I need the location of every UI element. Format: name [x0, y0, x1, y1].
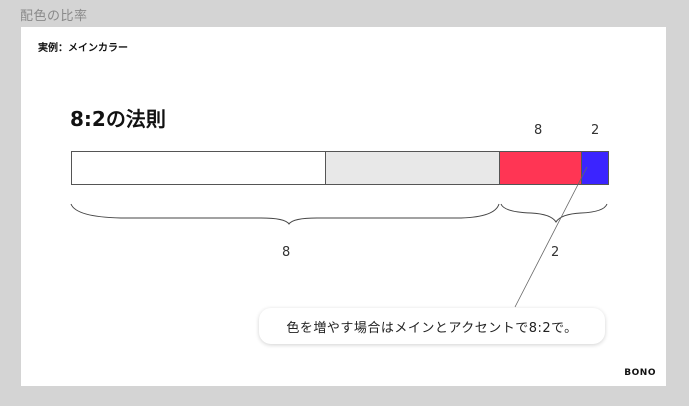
- top-label-main: 8: [534, 123, 543, 138]
- bono-logo: BONO: [624, 368, 656, 378]
- bar-segment-gray: [326, 152, 500, 184]
- slide-card: 実例：メインカラー 8:2の法則 8 2 8 2 色を増やす場合はメインとアクセ…: [21, 27, 666, 386]
- brace-label-accent: 2: [551, 245, 560, 260]
- top-label-accent: 2: [591, 123, 600, 138]
- brace-accent: [500, 203, 608, 223]
- ratio-bar: [71, 151, 609, 185]
- slide-subtitle: 実例：メインカラー: [38, 43, 128, 54]
- callout-bubble: 色を増やす場合はメインとアクセントで8:2で。: [259, 308, 605, 344]
- brace-main: [70, 203, 500, 225]
- brace-overlay: [70, 166, 608, 308]
- brace-label-main: 8: [282, 245, 291, 260]
- bar-segment-red: [500, 152, 582, 184]
- rule-title: 8:2の法則: [70, 107, 166, 131]
- callout-pointer: [514, 166, 588, 308]
- bar-segment-white: [72, 152, 326, 184]
- page-title: 配色の比率: [20, 9, 88, 24]
